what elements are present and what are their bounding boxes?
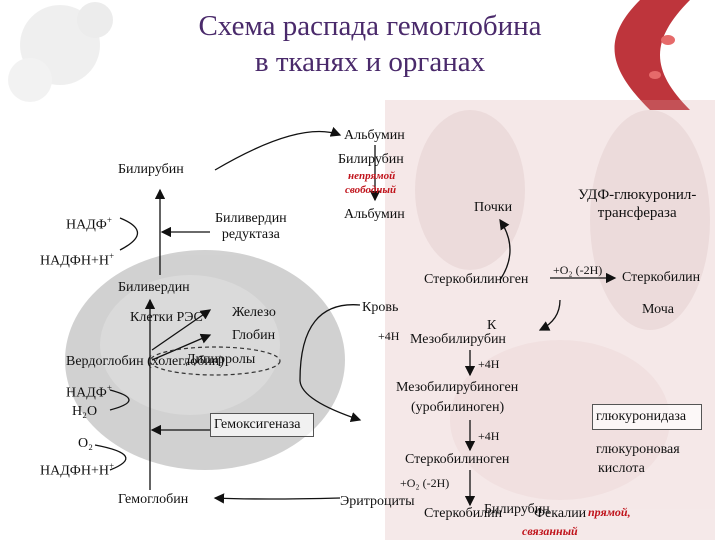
label-plus4h-2: +4Н	[478, 357, 500, 371]
label-albumin-top: Альбумин	[344, 128, 405, 143]
label-o2: О₂	[78, 436, 93, 451]
page-title-line-1: Схема распада гемоглобина	[198, 10, 542, 42]
arrow-bilirubin-to-albumin	[214, 126, 342, 171]
label-biliverdin: Биливердин	[118, 280, 190, 295]
label-udp-transferase: УДФ-глюкуронил-трансфераза	[578, 187, 697, 221]
label-urobilinogen: (уробилиноген)	[411, 400, 505, 415]
arrow-erythrocytes-to-hemoglobin	[213, 493, 341, 504]
label-stercobilin-low: Стеркобилин	[424, 506, 503, 521]
label-plus4h-3: +4Н	[478, 429, 500, 443]
label-ret-cells: Клетки РЭС	[130, 310, 203, 325]
label-bilirubin-mid: Билирубин	[338, 152, 404, 167]
glucuronidase-box: глюкуронидаза	[592, 404, 702, 430]
arrow-to-globin	[151, 333, 212, 361]
arrow-to-meso	[538, 299, 561, 331]
page-title-line-2: в тканях и органах	[254, 46, 486, 78]
blood-vessel-illustration	[614, 0, 690, 110]
label-hemoxygenase: Гемоксигеназа	[214, 417, 301, 432]
label-nadf: НАДФ+	[66, 215, 112, 233]
arrow-o2-curve	[94, 444, 127, 471]
label-verdoglobin: Вердоглобин (холеглобин)	[66, 354, 225, 369]
label-stercobilinogen-mid: Стеркобилиноген	[424, 272, 529, 287]
label-mesobilirubinogen: Мезобилирубиноген	[396, 380, 519, 395]
label-o2-minus-2h-low: +О₂ (-2Н)	[400, 476, 450, 490]
label-bilirubin-left: Билирубин	[118, 162, 184, 177]
arrow-blood-loop	[299, 304, 362, 423]
label-albumin-mid: Альбумин	[344, 207, 405, 222]
label-stercobilin-right: Стеркобилин	[622, 270, 701, 285]
organ-illustration	[385, 100, 715, 540]
label-glucuronidase: глюкуронидаза	[596, 409, 687, 424]
label-glucuronic-1: глюкуроновая	[596, 442, 680, 457]
arrow-to-iron	[151, 309, 212, 351]
label-h2o: Н₂О	[72, 404, 98, 419]
label-iron: Железо	[232, 305, 276, 320]
label-feces: Фекалии	[534, 506, 587, 521]
label-free: свободный	[345, 184, 397, 196]
label-blood: Кровь	[362, 300, 399, 315]
label-dipyrroles: Дипирролы	[186, 352, 256, 367]
label-glucuronic-2: кислота	[598, 461, 645, 476]
label-globin: Глобин	[232, 328, 276, 343]
label-direct: прямой,	[588, 505, 631, 519]
label-nadfh: НАДФН+Н+	[40, 251, 115, 269]
label-erythrocytes: Эритроциты	[340, 494, 415, 509]
flower-illustration	[8, 2, 113, 102]
label-bilirubin-low: Билирубин	[484, 502, 550, 517]
label-bound: связанный	[522, 524, 578, 538]
label-stercobilinogen-low: Стеркобилиноген	[405, 452, 510, 467]
arrow-nadf-curve	[119, 217, 139, 251]
label-nadf-2: НАДФ+	[66, 383, 112, 401]
label-urine: Моча	[642, 302, 674, 317]
label-nadfh-2: НАДФН+Н+	[40, 461, 115, 479]
arrow-nadf-curve-2	[109, 389, 130, 411]
label-kidneys: Почки	[474, 200, 513, 215]
label-plus4h-1: +4Н	[378, 329, 400, 343]
label-k-letter: К	[487, 318, 497, 333]
label-mesobilirubin: Мезобилирубин	[410, 332, 506, 347]
arrow-to-kidneys	[499, 218, 511, 281]
label-hemoglobin: Гемоглобин	[118, 492, 189, 507]
hemoxygenase-box: Гемоксигеназа	[210, 413, 314, 437]
label-o2-minus-2h: +О₂ (-2Н)	[553, 263, 603, 277]
label-indirect: непрямой	[348, 170, 396, 182]
dipyrrole-ellipse	[149, 346, 281, 376]
